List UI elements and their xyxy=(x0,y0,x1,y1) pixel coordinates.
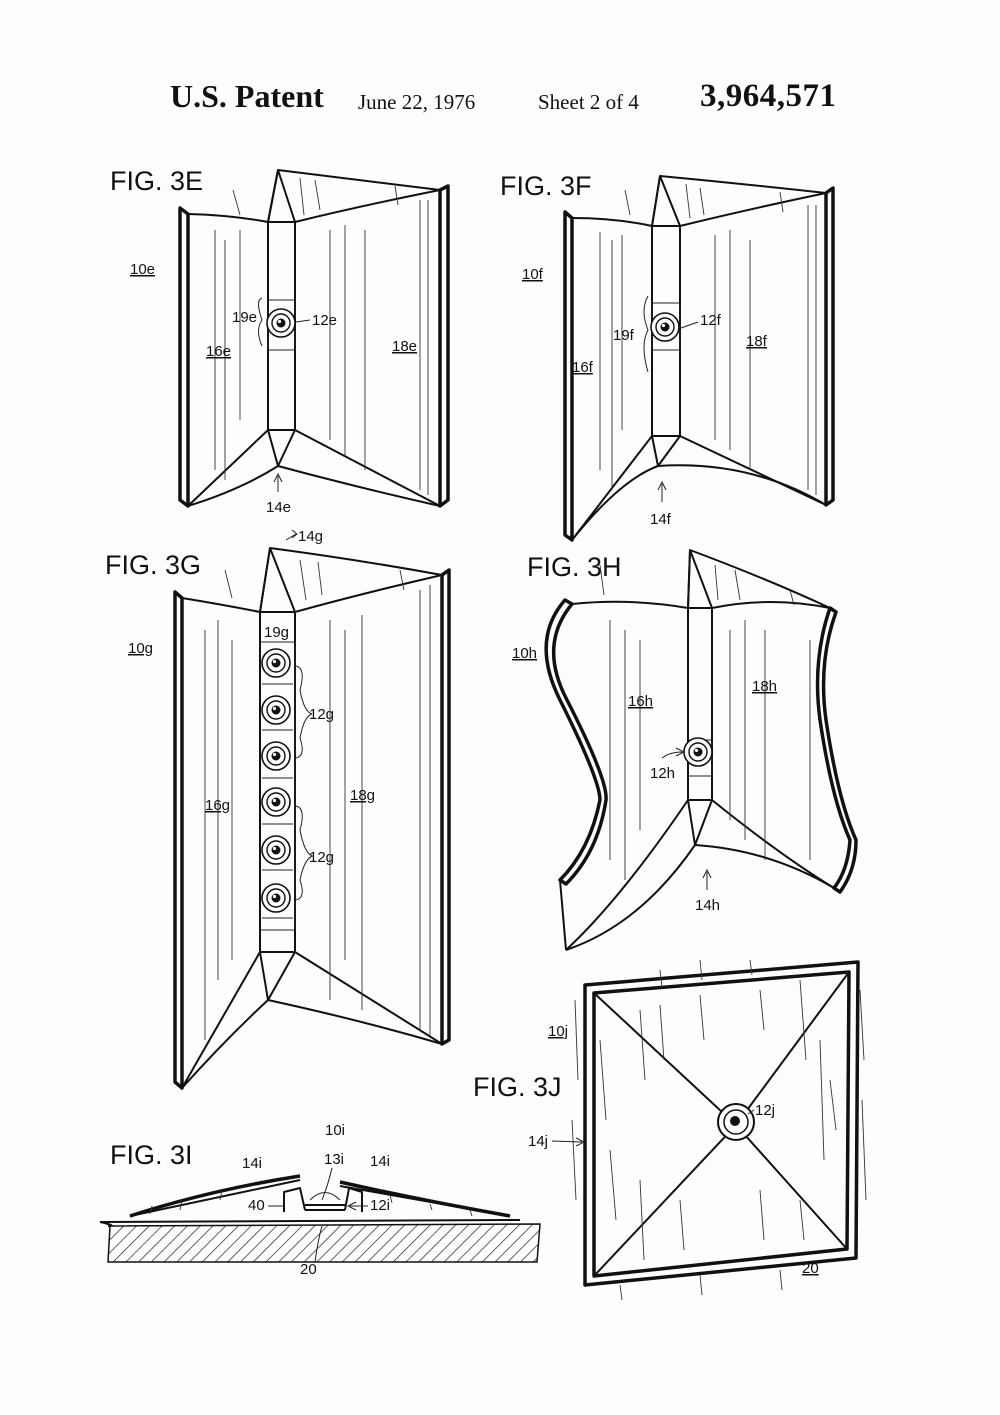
figure-3g: FIG. 3G 14g 10g 19g xyxy=(105,528,449,1088)
label-12g-upper: 12g xyxy=(309,706,334,723)
label-14e: 14e xyxy=(266,499,291,516)
fig-3e-title: FIG. 3E xyxy=(110,166,203,196)
figure-3h: FIG. 3H 10h 16h 18h 12h 14h xyxy=(512,550,856,950)
label-18f: 18f xyxy=(746,333,768,350)
label-19g: 19g xyxy=(264,624,289,641)
label-18g: 18g xyxy=(350,787,375,804)
label-14h: 14h xyxy=(695,897,720,914)
label-13i: 13i xyxy=(324,1151,344,1168)
label-12i: 12i xyxy=(370,1197,390,1214)
label-16f: 16f xyxy=(572,359,594,376)
label-14g: 14g xyxy=(298,528,323,545)
label-18e: 18e xyxy=(392,338,417,355)
label-16e: 16e xyxy=(206,343,231,360)
label-14i-left: 14i xyxy=(242,1155,262,1172)
label-16g: 16g xyxy=(205,797,230,814)
figure-3e: FIG. 3E 10e 19e 12e 16e 18e 14e xyxy=(110,166,448,516)
label-12g-lower: 12g xyxy=(309,849,334,866)
speaker-column xyxy=(262,649,293,918)
label-19f: 19f xyxy=(613,327,635,344)
label-16h: 16h xyxy=(628,693,653,710)
fig-3i-title: FIG. 3I xyxy=(110,1140,193,1170)
label-14f: 14f xyxy=(650,511,672,528)
label-14i-right: 14i xyxy=(370,1153,390,1170)
label-10e: 10e xyxy=(130,261,155,278)
figure-3i: FIG. 3I 10i 14i 13i 14i 40 12i 20 xyxy=(100,1122,540,1278)
fig-3g-title: FIG. 3G xyxy=(105,550,201,580)
label-10f: 10f xyxy=(522,266,544,283)
label-10j: 10j xyxy=(548,1023,568,1040)
label-19e: 19e xyxy=(232,309,257,326)
label-12f: 12f xyxy=(700,312,722,329)
label-20-fig3j: 20 xyxy=(802,1260,819,1277)
label-12h: 12h xyxy=(650,765,675,782)
label-14j: 14j xyxy=(528,1133,548,1150)
fig-3j-title: FIG. 3J xyxy=(473,1072,562,1102)
label-20-fig3i: 20 xyxy=(300,1261,317,1278)
fig-3f-title: FIG. 3F xyxy=(500,171,592,201)
label-10g: 10g xyxy=(128,640,153,657)
label-10h: 10h xyxy=(512,645,537,662)
fig-3h-title: FIG. 3H xyxy=(527,552,622,582)
label-10i: 10i xyxy=(325,1122,345,1139)
label-18h: 18h xyxy=(752,678,777,695)
label-40: 40 xyxy=(248,1197,265,1214)
label-12e: 12e xyxy=(312,312,337,329)
label-12j: 12j xyxy=(755,1102,775,1119)
figure-3f: FIG. 3F 10f 19f 12f 16f 18f 14f xyxy=(500,171,833,540)
